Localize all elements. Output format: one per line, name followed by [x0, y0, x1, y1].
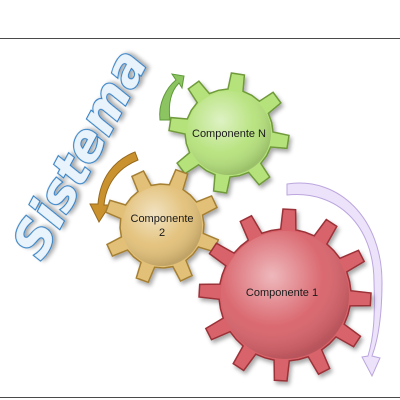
gear-n-gloss: [187, 91, 271, 175]
gear-n-label: Componente N: [192, 128, 266, 140]
gear-2-label-line-1: Componente: [131, 213, 194, 225]
gear-2-label-line-2: 2: [159, 227, 165, 239]
cycle-arrow-orange: [89, 151, 139, 224]
gear-componente-2: [104, 168, 220, 284]
gear-1-label: Componente 1: [246, 287, 318, 299]
cycle-arrow-green: [159, 73, 185, 121]
gear-2-gloss: [122, 186, 202, 266]
gear-componente-1: [198, 208, 372, 382]
gear-componente-n: [168, 72, 290, 194]
cycle-arrow-purple: [286, 182, 383, 378]
gear-1-gloss: [221, 231, 349, 359]
